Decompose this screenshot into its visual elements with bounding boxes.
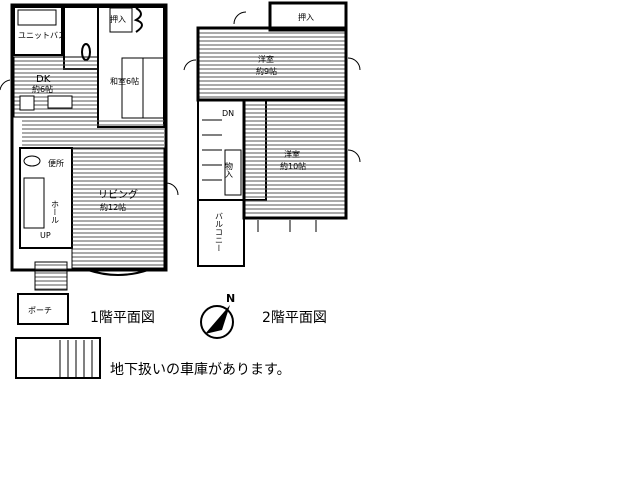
label-youshitsu-10: 洋室 [284,149,300,159]
floor2-plan: 押入 洋室 約9帖 DN 物入 洋室 約10帖 バルコニー [183,1,361,267]
label-oshiire-2f: 押入 [298,12,314,22]
label-oshiire-1f: 押入 [110,14,126,24]
label-balcony: バルコニー [215,212,224,252]
label-monoire: 物入 [225,161,234,178]
floor1-title: 1階平面図 [90,310,155,326]
living-room [71,147,165,269]
label-living-size: 約12帖 [100,202,126,212]
label-washitsu: 和室6帖 [110,76,139,86]
balcony [197,199,245,267]
label-youshitsu-10-size: 約10帖 [280,161,306,171]
label-toilet: 便所 [48,158,64,168]
youshitsu-9 [196,26,348,102]
unit-bath [13,6,63,56]
compass-icon: N [200,292,235,339]
label-youshitsu-9-size: 約9帖 [256,66,277,76]
washitsu-room [97,6,165,128]
label-dk-size: 約6帖 [32,84,53,94]
label-hall: ホール [51,200,60,224]
label-porch: ポーチ [28,306,52,315]
garage-note: 地下扱いの車庫があります。 [110,361,291,378]
label-youshitsu-9: 洋室 [258,54,274,64]
floor1-plan: ユニットバス DK 約6帖 和室6帖 押入 便所 ホール UP リビング 約12… [0,3,179,379]
label-up: UP [40,231,51,240]
compass-label: N [226,292,235,305]
label-living: リビング [98,188,138,201]
label-dn: DN [222,109,234,118]
label-dk: DK [36,74,51,85]
floor2-title: 2階平面図 [262,310,327,326]
youshitsu-10 [242,98,348,220]
label-bath: ユニットバス [18,31,66,40]
